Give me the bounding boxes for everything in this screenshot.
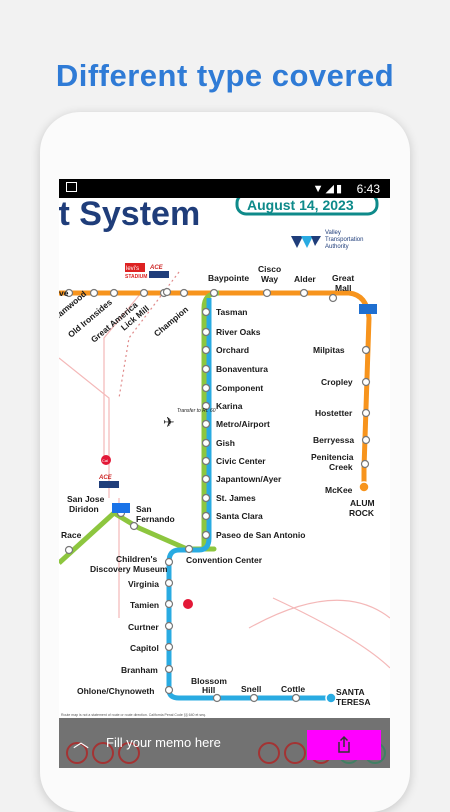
station-orchard: Orchard bbox=[216, 345, 249, 355]
memo-bar: ︿ Fill your memo here bbox=[59, 718, 390, 768]
bart-badge bbox=[359, 304, 377, 314]
phone-screen: ▼◢▮ 6:43 it System August 14, 2023 Valle… bbox=[59, 179, 390, 768]
status-icons: ▼◢▮ bbox=[312, 183, 344, 195]
caltrain-badge bbox=[101, 455, 111, 465]
station-ve: ve bbox=[59, 288, 69, 298]
vta-name-1: Valley bbox=[325, 230, 341, 236]
sap-badge bbox=[112, 503, 130, 513]
ace-badge: ACE bbox=[149, 265, 164, 271]
blue-stops bbox=[164, 557, 301, 703]
amtrak-badge bbox=[149, 271, 169, 278]
station-gish: Gish bbox=[216, 438, 235, 448]
station-cottle: Cottle bbox=[281, 684, 305, 694]
station-childrens-2: Discovery Museum bbox=[90, 564, 168, 574]
map-footer-note: Route map is not a statement of route or… bbox=[61, 713, 206, 717]
station-cisco-1: Cisco bbox=[258, 264, 281, 274]
svg-text:levi's: levi's bbox=[126, 266, 139, 272]
station-alum-rock-1: ALUM bbox=[350, 498, 375, 508]
station-convention-center: Convention Center bbox=[186, 555, 263, 565]
memo-input[interactable]: Fill your memo here bbox=[106, 735, 221, 750]
station-river-oaks: River Oaks bbox=[216, 327, 261, 337]
station-cisco-2: Way bbox=[261, 274, 278, 284]
gallery-icon bbox=[66, 182, 77, 192]
caltrain-tamien-badge bbox=[183, 599, 193, 609]
share-icon bbox=[338, 735, 350, 753]
vta-name-2: Transportation bbox=[325, 237, 363, 243]
station-mckee: McKee bbox=[325, 485, 353, 495]
station-hostetter: Hostetter bbox=[315, 408, 353, 418]
station-santa-teresa-2: TERESA bbox=[336, 697, 370, 707]
station-civic-center: Civic Center bbox=[216, 456, 266, 466]
station-metro-airport: Metro/Airport bbox=[216, 419, 270, 429]
station-paseo: Paseo de San Antonio bbox=[216, 530, 305, 540]
station-santa-teresa-1: SANTA bbox=[336, 687, 365, 697]
transit-map[interactable]: it System August 14, 2023 Valley Transpo… bbox=[59, 198, 390, 718]
station-capitol: Capitol bbox=[130, 643, 159, 653]
station-san-fernando-2: Fernando bbox=[136, 514, 175, 524]
caltrain-badge-label: Cal bbox=[102, 458, 108, 463]
map-date: August 14, 2023 bbox=[247, 198, 354, 213]
station-blossom-hill-1: Blossom bbox=[191, 676, 227, 686]
orange-stops bbox=[64, 288, 371, 469]
background-rail-lines bbox=[59, 292, 390, 669]
station-baypointe: Baypointe bbox=[208, 273, 249, 283]
station-alum-rock-2: ROCK bbox=[349, 508, 375, 518]
station-japantown: Japantown/Ayer bbox=[216, 474, 282, 484]
station-diridon-2: Diridon bbox=[69, 504, 99, 514]
station-alder: Alder bbox=[294, 274, 316, 284]
airplane-icon: ✈ bbox=[163, 414, 175, 430]
trunk-stops bbox=[64, 287, 211, 555]
santa-teresa-terminal bbox=[325, 692, 337, 704]
station-penitencia-1: Penitencia bbox=[311, 452, 354, 462]
station-blossom-hill-2: Hill bbox=[202, 685, 215, 695]
station-diridon-1: San Jose bbox=[67, 494, 105, 504]
amtrak-badge-diridon bbox=[99, 481, 119, 488]
station-childrens-1: Children's bbox=[116, 554, 157, 564]
station-san-fernando-1: San bbox=[136, 504, 152, 514]
vta-logo bbox=[291, 236, 321, 248]
station-branham: Branham bbox=[121, 665, 158, 675]
date-pill bbox=[235, 198, 379, 216]
station-tamien: Tamien bbox=[130, 600, 159, 610]
levis-stadium-badge: levi's STADIUM bbox=[125, 263, 147, 280]
ace-badge-diridon: ACE bbox=[98, 475, 113, 481]
station-cropley: Cropley bbox=[321, 377, 353, 387]
map-title: it System bbox=[59, 198, 200, 233]
status-bar: ▼◢▮ 6:43 bbox=[59, 179, 390, 198]
station-bonaventura: Bonaventura bbox=[216, 364, 268, 374]
share-button[interactable] bbox=[307, 730, 381, 760]
promo-headline: Different type covered bbox=[55, 58, 395, 93]
station-race: Race bbox=[61, 530, 82, 540]
chevron-up-icon[interactable]: ︿ bbox=[73, 734, 90, 751]
station-great-mall-1: Great bbox=[332, 273, 354, 283]
status-time: 6:43 bbox=[356, 182, 380, 196]
station-tasman: Tasman bbox=[216, 307, 248, 317]
station-champion: Champion bbox=[152, 304, 190, 338]
station-berryessa: Berryessa bbox=[313, 435, 354, 445]
station-great-mall-2: Mall bbox=[335, 283, 352, 293]
blue-line bbox=[166, 298, 331, 701]
svg-text:STADIUM: STADIUM bbox=[125, 274, 147, 280]
station-ohlone: Ohlone/Chynoweth bbox=[77, 686, 154, 696]
vta-name-3: Authority bbox=[325, 244, 349, 250]
station-virginia: Virginia bbox=[128, 579, 159, 589]
transfer-label: Transfer to Rt. 60 bbox=[177, 408, 216, 414]
orange-line bbox=[59, 290, 372, 484]
station-milpitas: Milpitas bbox=[313, 345, 345, 355]
station-snell: Snell bbox=[241, 684, 261, 694]
station-karina: Karina bbox=[216, 401, 243, 411]
station-penitencia-2: Creek bbox=[329, 462, 353, 472]
station-st-james: St. James bbox=[216, 493, 256, 503]
station-curtner: Curtner bbox=[128, 622, 159, 632]
station-component: Component bbox=[216, 383, 263, 393]
alum-rock-terminal bbox=[358, 481, 370, 493]
station-santa-clara: Santa Clara bbox=[216, 511, 263, 521]
